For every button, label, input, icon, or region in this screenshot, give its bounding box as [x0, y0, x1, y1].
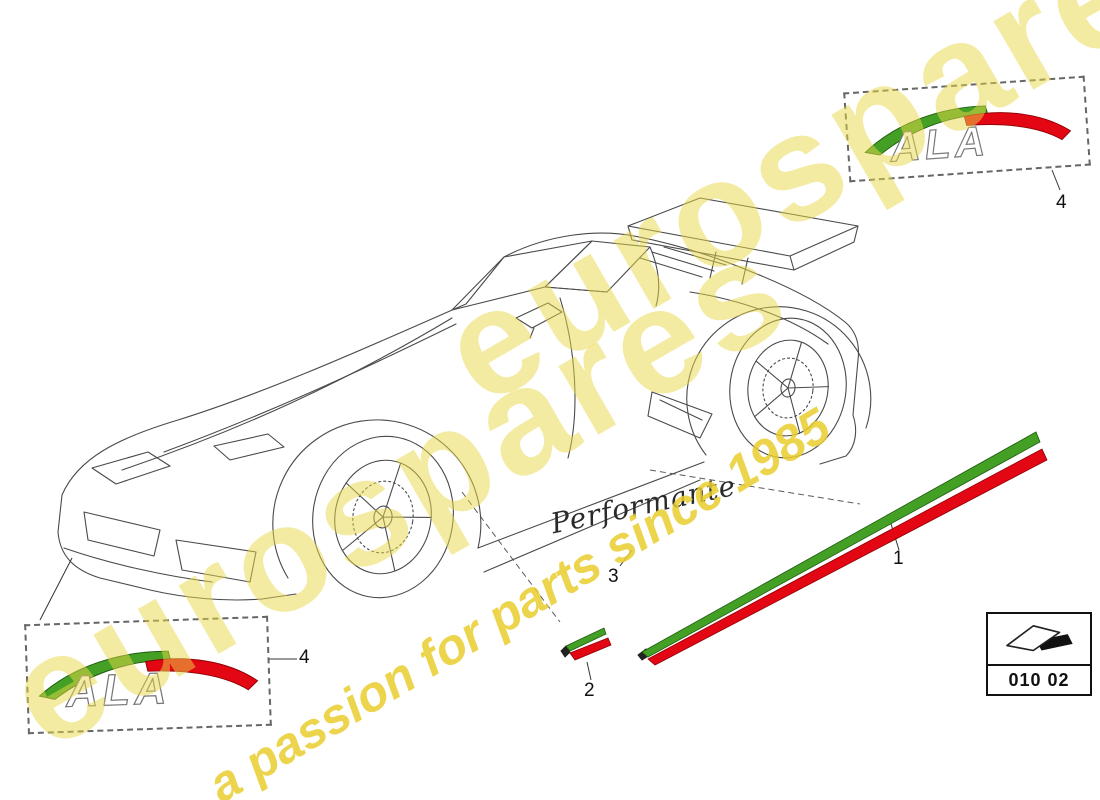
part-label-3[interactable]: 3: [608, 566, 619, 587]
part4-callout-bottom[interactable]: ALA: [24, 615, 272, 735]
headlight-left: [91, 451, 171, 485]
part4-callout-top[interactable]: ALA: [843, 75, 1091, 183]
stripe-part-2[interactable]: [560, 627, 612, 661]
part-group-code: 010 02: [1008, 669, 1070, 690]
rear-wheel: [729, 317, 847, 459]
badge-red-stripe: [145, 658, 259, 691]
ala-tricolore-badge: ALA: [38, 650, 259, 717]
headlight-right: [213, 433, 285, 461]
front-wheel: [312, 435, 454, 599]
car-silhouette: [61, 232, 860, 496]
side-intake: [647, 391, 713, 439]
part-label-4-top[interactable]: 4: [1056, 192, 1067, 213]
ala-tricolore-badge: ALA: [864, 105, 1072, 171]
dashed-reference-lines: [461, 469, 861, 623]
side-mirror: [515, 302, 563, 329]
part-label-2[interactable]: 2: [584, 680, 595, 701]
stripe-part-1[interactable]: [637, 431, 1048, 666]
badge-red-stripe: [963, 112, 1072, 141]
part-group-code-box[interactable]: 010 02: [986, 612, 1092, 696]
side-window: [544, 240, 651, 293]
part-label-4-bottom[interactable]: 4: [299, 647, 310, 668]
ala-text: ALA: [888, 117, 991, 171]
car-wireframe: [57, 197, 872, 601]
windshield: [451, 240, 593, 311]
rear-wing: [627, 197, 859, 257]
leader-lines: [39, 169, 1061, 681]
decal-sheet-icon: [988, 614, 1090, 666]
ala-text: ALA: [64, 664, 172, 717]
badge-green-stripe: [864, 105, 989, 156]
part-label-1[interactable]: 1: [893, 548, 904, 569]
